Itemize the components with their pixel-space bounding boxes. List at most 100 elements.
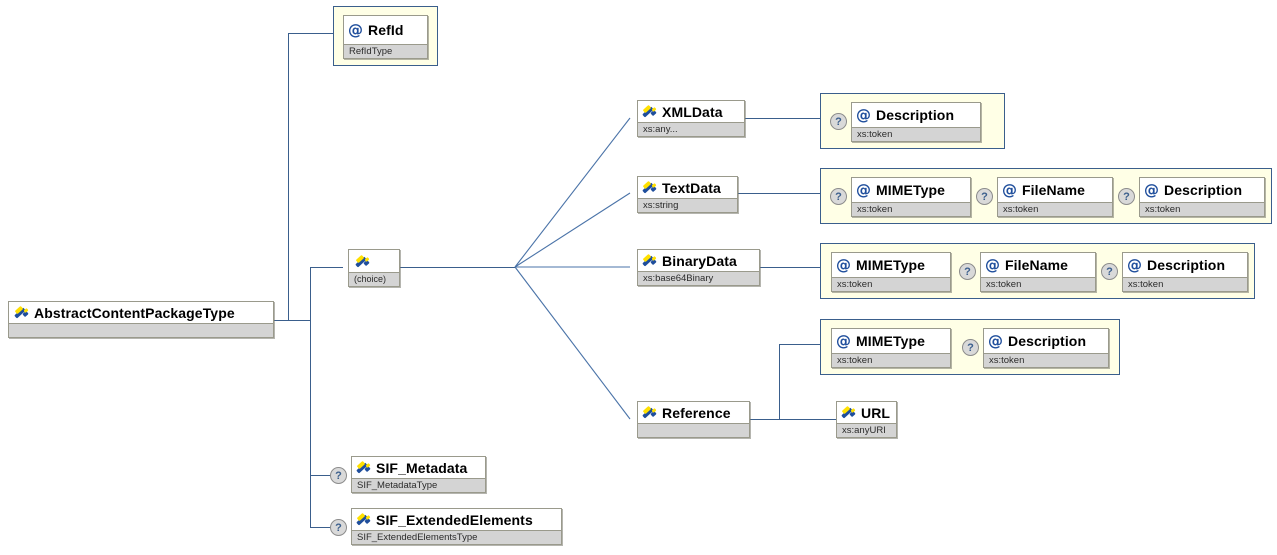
- node-sif-extended-elements[interactable]: SIF_ExtendedElements SIF_ExtendedElement…: [351, 508, 562, 545]
- connector-textdata-to-attrs: [738, 193, 820, 194]
- node-type: xs:token: [852, 127, 980, 141]
- optional-marker: ?: [830, 113, 847, 130]
- at-sign-icon: @: [988, 331, 1003, 350]
- attr-group-refid: @ RefId RefIdType: [333, 6, 438, 66]
- node-choice-compositor[interactable]: (choice): [348, 249, 400, 287]
- node-label: Reference: [662, 404, 731, 421]
- node-type: xs:token: [832, 277, 950, 291]
- connector-attr-trunk: [288, 33, 289, 321]
- node-label: MIMEType: [856, 257, 925, 273]
- connector-xmldata-to-attrs: [745, 118, 820, 119]
- connector-element-trunk: [310, 267, 311, 527]
- node-sif-metadata[interactable]: SIF_Metadata SIF_MetadataType: [351, 456, 486, 493]
- attr-node-description[interactable]: @ Description xs:token: [851, 102, 981, 142]
- connector-reference-to-url: [750, 419, 836, 420]
- node-header: [349, 250, 399, 272]
- optional-marker: ?: [830, 188, 847, 205]
- node-header: @ Description: [984, 329, 1108, 353]
- node-label: URL: [861, 404, 891, 421]
- node-type: xs:token: [981, 277, 1095, 291]
- node-header: XMLData: [638, 101, 744, 122]
- element-icon: [642, 180, 657, 194]
- at-sign-icon: @: [836, 331, 851, 350]
- at-sign-icon: @: [985, 255, 1000, 274]
- node-header: @ FileName: [998, 178, 1112, 202]
- node-header: AbstractContentPackageType: [9, 302, 273, 323]
- node-label: AbstractContentPackageType: [34, 304, 235, 321]
- node-type: (choice): [349, 272, 399, 286]
- node-type: [9, 323, 273, 337]
- connector-refid-branch: [288, 33, 333, 34]
- attr-node-mimetype[interactable]: @ MIMEType xs:token: [831, 252, 951, 292]
- node-refid[interactable]: @ RefId RefIdType: [343, 15, 428, 59]
- node-abstract-content-package-type[interactable]: AbstractContentPackageType: [8, 301, 274, 338]
- node-type: xs:base64Binary: [638, 271, 759, 285]
- connector-reference-attr-branch: [779, 344, 821, 345]
- node-label: Description: [1164, 182, 1243, 198]
- attr-node-description[interactable]: @ Description xs:token: [1139, 177, 1265, 217]
- optional-marker: ?: [976, 188, 993, 205]
- at-sign-icon: @: [856, 105, 871, 124]
- connector-choice-to-hub: [400, 267, 515, 268]
- node-type: xs:token: [1123, 277, 1247, 291]
- node-header: @ FileName: [981, 253, 1095, 277]
- node-type: xs:anyURI: [837, 423, 896, 437]
- node-textdata[interactable]: TextData xs:string: [637, 176, 738, 213]
- element-icon: [356, 512, 371, 526]
- element-icon: [355, 254, 370, 268]
- node-label: MIMEType: [876, 182, 945, 198]
- attr-node-description[interactable]: @ Description xs:token: [1122, 252, 1248, 292]
- node-url[interactable]: URL xs:anyURI: [836, 401, 897, 438]
- node-type: xs:token: [832, 353, 950, 367]
- optional-marker-sif-metadata: ?: [330, 467, 347, 484]
- node-label: BinaryData: [662, 252, 737, 269]
- connector-binarydata-to-attrs: [760, 267, 820, 268]
- node-header: Reference: [638, 402, 749, 423]
- connector-sif-metadata-branch: [310, 475, 333, 476]
- node-label: SIF_ExtendedElements: [376, 511, 533, 528]
- node-type: xs:string: [638, 198, 737, 212]
- node-header: @ Description: [1123, 253, 1247, 277]
- element-icon: [642, 104, 657, 118]
- attr-group-reference: @ MIMEType xs:token ? @ Description xs:t…: [820, 319, 1120, 375]
- node-label: MIMEType: [856, 333, 925, 349]
- node-label: RefId: [368, 22, 404, 38]
- node-type: [638, 423, 749, 437]
- node-header: SIF_ExtendedElements: [352, 509, 561, 530]
- attr-node-mimetype[interactable]: @ MIMEType xs:token: [831, 328, 951, 368]
- node-type: xs:token: [1140, 202, 1264, 216]
- attr-group-textdata: ? @ MIMEType xs:token ? @ FileName xs:to…: [820, 168, 1272, 224]
- node-label: TextData: [662, 179, 721, 196]
- connector-reference-attr-riser: [779, 344, 780, 420]
- node-type: xs:token: [852, 202, 970, 216]
- node-reference[interactable]: Reference: [637, 401, 750, 438]
- node-type: xs:any...: [638, 122, 744, 136]
- node-header: URL: [837, 402, 896, 423]
- node-label: XMLData: [662, 103, 723, 120]
- attr-node-mimetype[interactable]: @ MIMEType xs:token: [851, 177, 971, 217]
- node-label: FileName: [1005, 257, 1069, 273]
- node-header: BinaryData: [638, 250, 759, 271]
- at-sign-icon: @: [836, 255, 851, 274]
- connector-choice-branch: [310, 267, 343, 268]
- attr-group-binarydata: @ MIMEType xs:token ? @ FileName xs:toke…: [820, 243, 1255, 299]
- node-header: @ Description: [852, 103, 980, 127]
- node-type: SIF_MetadataType: [352, 478, 485, 492]
- at-sign-icon: @: [348, 20, 363, 39]
- attr-node-filename[interactable]: @ FileName xs:token: [997, 177, 1113, 217]
- attr-group-xmldata: ? @ Description xs:token: [820, 93, 1005, 149]
- at-sign-icon: @: [1127, 255, 1142, 274]
- node-binarydata[interactable]: BinaryData xs:base64Binary: [637, 249, 760, 286]
- node-header: @ MIMEType: [832, 329, 950, 353]
- attr-node-description[interactable]: @ Description xs:token: [983, 328, 1109, 368]
- node-xmldata[interactable]: XMLData xs:any...: [637, 100, 745, 137]
- node-header: TextData: [638, 177, 737, 198]
- node-label: SIF_Metadata: [376, 459, 468, 476]
- element-icon: [14, 305, 29, 319]
- attr-node-filename[interactable]: @ FileName xs:token: [980, 252, 1096, 292]
- node-type: SIF_ExtendedElementsType: [352, 530, 561, 544]
- optional-marker: ?: [1101, 263, 1118, 280]
- element-icon: [642, 405, 657, 419]
- optional-marker: ?: [1118, 188, 1135, 205]
